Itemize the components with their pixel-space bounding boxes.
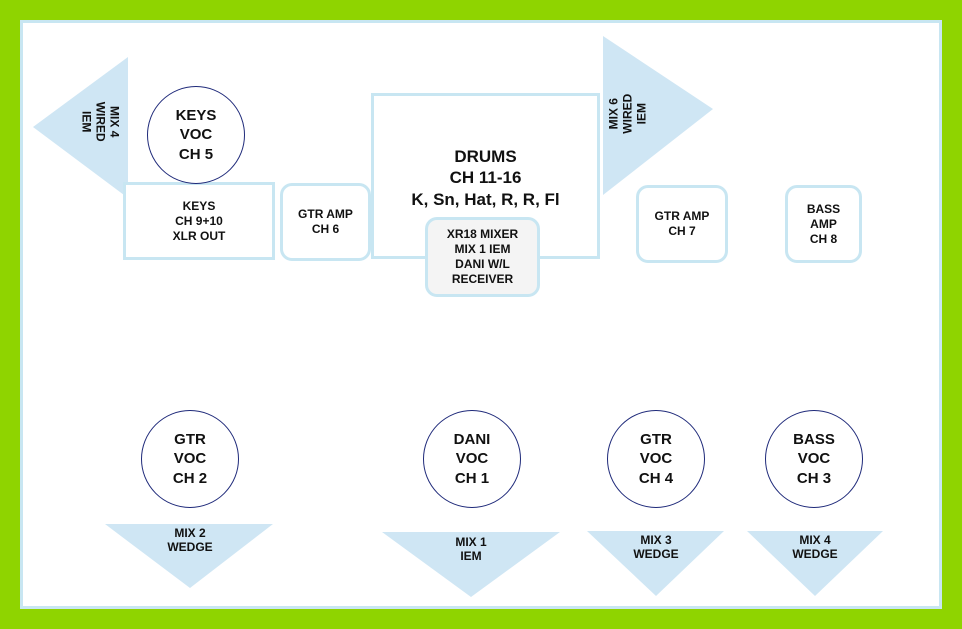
drums-kit: K, Sn, Hat, R, R, Fl (411, 189, 560, 209)
drums-title: DRUMS (454, 147, 517, 166)
stage-plot-canvas (33, 36, 883, 597)
bass-amp-box: BASS AMP CH 8 (785, 185, 862, 263)
gtr-amp-ch7-box: GTR AMP CH 7 (636, 185, 728, 263)
left-iem-label: MIX 4 WIRED IEM (80, 101, 122, 142)
keys-voc-circle: KEYS VOC CH 5 (147, 86, 245, 184)
bass-voc-ch3-circle: BASS VOC CH 3 (765, 410, 863, 508)
stage-plot: MIX 4 WIRED IEM MIX 6 WIRED IEM KEYS CH … (20, 20, 942, 609)
right-iem-label: MIX 6 WIRED IEM (606, 93, 648, 134)
mix4-wedge-monitor (747, 531, 883, 596)
mix3-wedge-monitor (587, 531, 724, 596)
mix2-wedge-monitor (105, 524, 273, 588)
mix4-wired-iem-monitor-left (33, 57, 128, 198)
gtr-voc-ch4-circle: GTR VOC CH 4 (607, 410, 705, 508)
gtr-voc-ch2-circle: GTR VOC CH 2 (141, 410, 239, 508)
dani-voc-ch1-circle: DANI VOC CH 1 (423, 410, 521, 508)
mix2-wedge-label: MIX 2 WEDGE (167, 526, 213, 555)
mix1-iem-monitor (382, 532, 560, 597)
drums-riser: DRUMS CH 11-16 K, Sn, Hat, R, R, Fl (371, 93, 600, 259)
xr18-mixer-box: XR18 MIXER MIX 1 IEM DANI W/L RECEIVER (425, 217, 540, 297)
mix4-wedge-label: MIX 4 WEDGE (792, 533, 838, 562)
drums-channels: CH 11-16 (449, 168, 522, 188)
mix1-iem-label: MIX 1 IEM (455, 535, 487, 564)
gtr-amp-ch6-box: GTR AMP CH 6 (280, 183, 371, 261)
mix6-wired-iem-monitor-right (603, 36, 713, 195)
mix3-wedge-label: MIX 3 WEDGE (633, 533, 679, 562)
keys-box: KEYS CH 9+10 XLR OUT (123, 182, 275, 260)
